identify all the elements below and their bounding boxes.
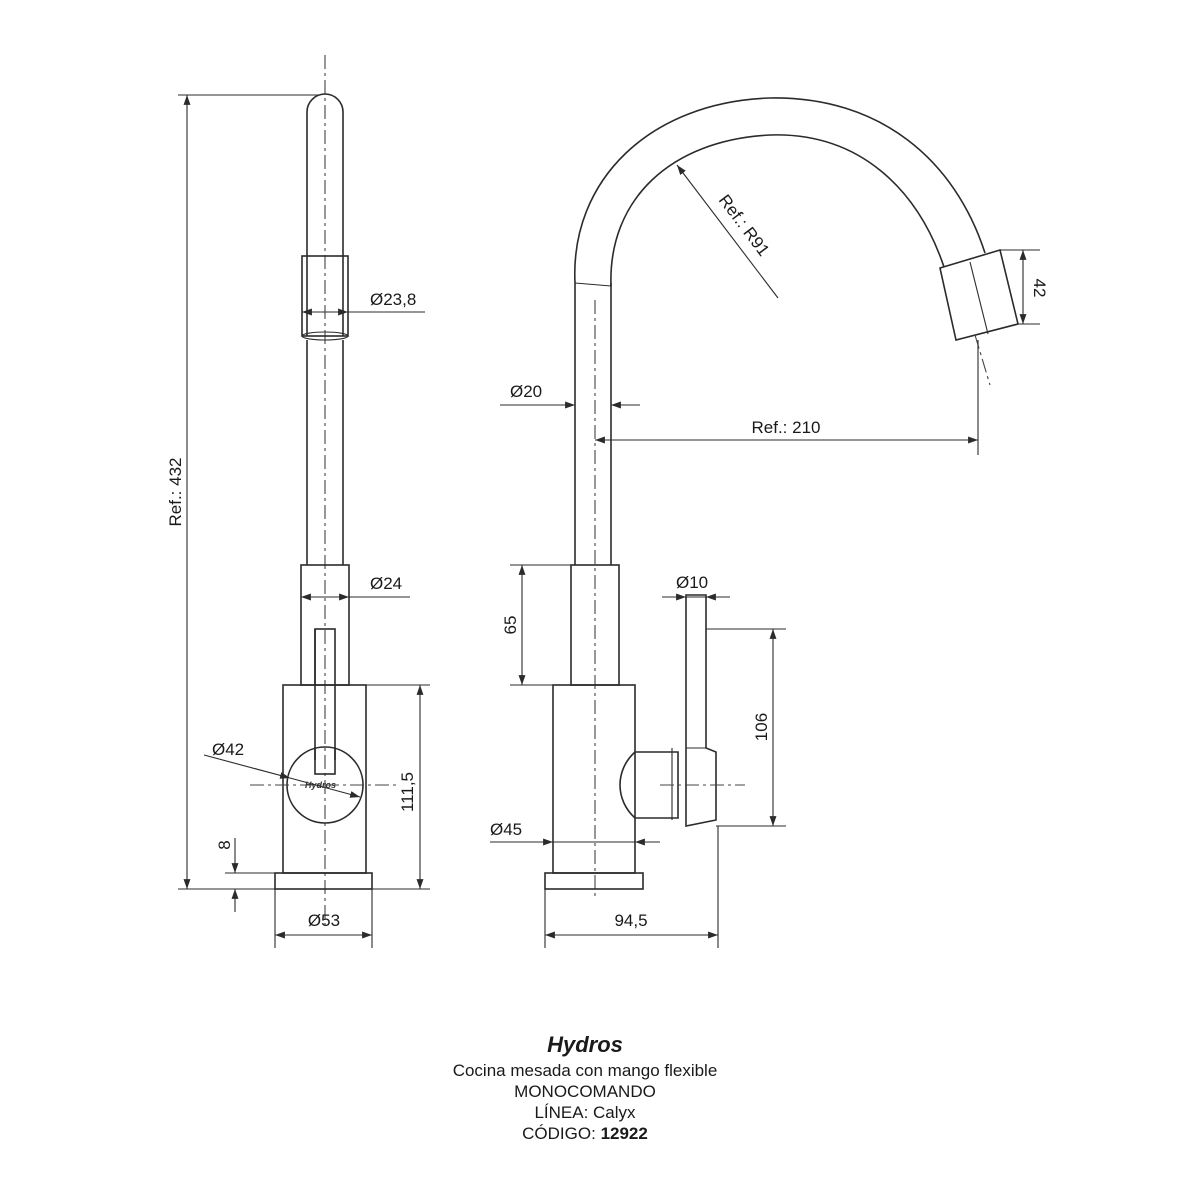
side-view: Ref.: R91 42 Ø20 Ref.: 210 65 Ø10 106 — [490, 97, 1049, 948]
front-collar-ellipse — [301, 331, 349, 341]
dim-dia-53: Ø53 — [308, 911, 340, 930]
front-collar-upper — [301, 255, 349, 337]
dim-height-106: 106 — [752, 713, 771, 741]
dim-dia-24: Ø24 — [370, 574, 402, 593]
front-base — [274, 872, 373, 890]
side-spout-arc-outer — [574, 97, 986, 284]
dim-dia-10: Ø10 — [676, 573, 708, 592]
side-body — [552, 684, 636, 874]
front-spout-tube — [306, 93, 344, 336]
side-lever-joint — [619, 751, 679, 819]
brand-name: Hydros — [547, 1032, 623, 1057]
dim-width-94-5: 94,5 — [614, 911, 647, 930]
side-nozzle — [939, 248, 1019, 341]
product-code: CÓDIGO: 12922 — [0, 1123, 1170, 1144]
side-lever-handle — [685, 594, 717, 827]
dim-height-65: 65 — [501, 616, 520, 635]
dim-height-total: Ref.: 432 — [166, 458, 185, 527]
product-type: MONOCOMANDO — [514, 1082, 656, 1101]
side-spout-arc-inner — [610, 134, 945, 287]
title-block: Hydros Cocina mesada con mango flexible … — [0, 1030, 1170, 1144]
dim-dia-42: Ø42 — [212, 740, 244, 759]
dim-dia-23-8: Ø23,8 — [370, 290, 416, 309]
front-view: Hydros Ref.: 432 Ø23,8 Ø24 Ø42 111,5 8 — [166, 55, 430, 948]
dim-height-111-5: 111,5 — [398, 772, 417, 812]
front-lever — [314, 628, 336, 775]
side-base — [544, 872, 644, 890]
product-code-label: CÓDIGO: — [522, 1124, 601, 1143]
dim-dia-45: Ø45 — [490, 820, 522, 839]
dim-height-8: 8 — [215, 840, 234, 849]
dim-reach-210: Ref.: 210 — [752, 418, 821, 437]
product-line: LÍNEA: Calyx — [534, 1103, 636, 1122]
dim-dia-20: Ø20 — [510, 382, 542, 401]
dim-radius: Ref.: R91 — [715, 191, 773, 260]
product-code-value: 12922 — [600, 1124, 648, 1143]
dim-nozzle-42: 42 — [1030, 279, 1049, 298]
product-description: Cocina mesada con mango flexible — [452, 1061, 718, 1080]
technical-drawing: Hydros Ref.: 432 Ø23,8 Ø24 Ø42 111,5 8 — [166, 55, 1049, 948]
